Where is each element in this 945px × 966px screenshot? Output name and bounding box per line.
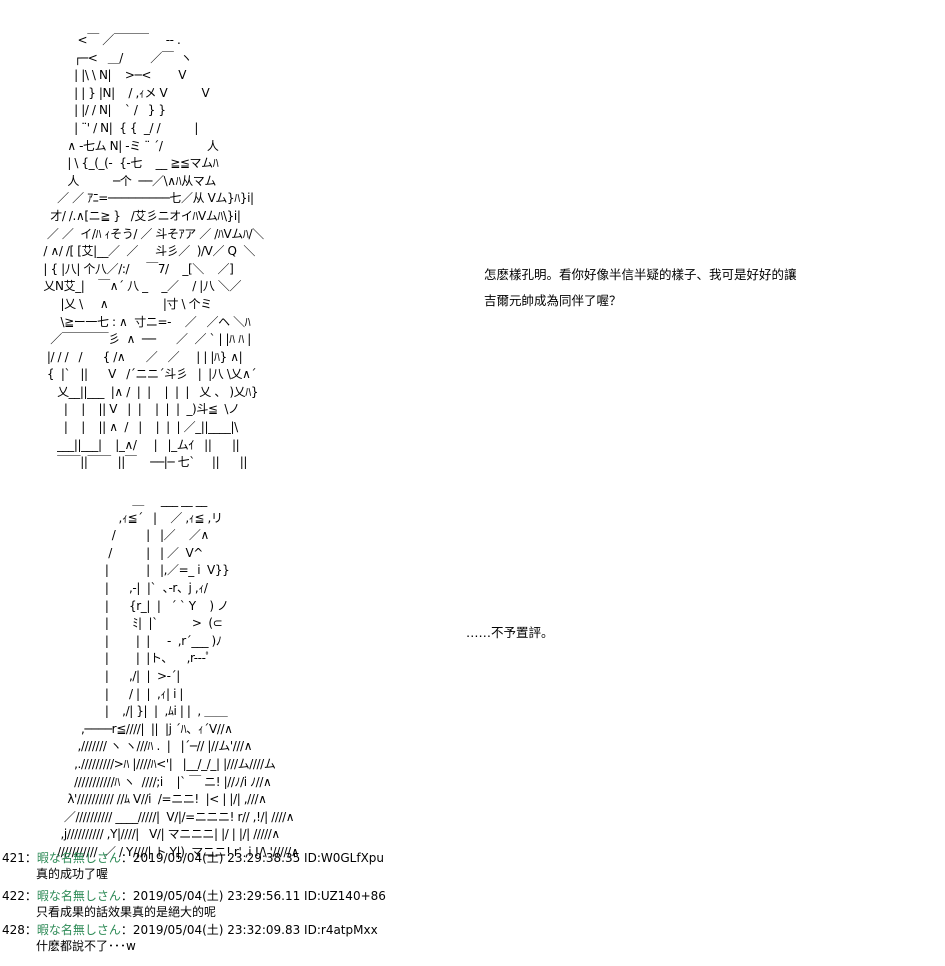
comment-body: 真的成功了喔: [36, 867, 109, 881]
speech-line-3: ……不予置評。: [466, 625, 554, 640]
comment-meta: ：2019/05/04(土) 23:29:56.11 ID:UZ140+86: [120, 889, 386, 903]
comment-meta: ：2019/05/04(土) 23:29:38.35 ID:W0GLfXpu: [120, 851, 385, 865]
comment-body: 只看成果的話效果真的是絕大的呢: [36, 905, 217, 919]
comment-meta: ：2019/05/04(土) 23:32:09.83 ID:r4atpMxx: [120, 923, 378, 937]
comment-author[interactable]: 暇な名無しさん: [36, 889, 121, 903]
speech-line-1: 怎麽樣孔明。看你好像半信半疑的樣子、我可是好好的讓: [484, 267, 797, 282]
comment-author[interactable]: 暇な名無しさん: [36, 851, 121, 865]
comment-author[interactable]: 暇な名無しさん: [36, 923, 121, 937]
comment-body: 什麽都說不了･･･w: [36, 939, 136, 953]
comment-number: 422：: [2, 889, 37, 903]
speech-text-top: 怎麽樣孔明。看你好像半信半疑的樣子、我可是好好的讓 吉爾元帥成為同伴了喔？: [484, 262, 797, 314]
comment-list: 421：暇な名無しさん：2019/05/04(土) 23:29:38.35 ID…: [2, 850, 386, 960]
comment-number: 421：: [2, 851, 37, 865]
comment-item: 422：暇な名無しさん：2019/05/04(土) 23:29:56.11 ID…: [2, 888, 386, 920]
ascii-art-figure-bottom: ＿ ___ __ __ ,ｨ≦´ | ／ ,ｨ≦ ,リ / | |／ ／∧ / …: [57, 493, 300, 859]
comment-item: 428：暇な名無しさん：2019/05/04(土) 23:32:09.83 ID…: [2, 922, 386, 954]
ascii-art-figure-top: <￣ ／￣￣￣ -- . ┌─< ＿/ ／￣ ヽ | |\ \ N| >─< V…: [43, 33, 264, 470]
comment-item: 421：暇な名無しさん：2019/05/04(土) 23:29:38.35 ID…: [2, 850, 386, 882]
speech-text-bottom: ……不予置評。: [466, 620, 554, 646]
speech-line-2: 吉爾元帥成為同伴了喔？: [484, 293, 622, 308]
comment-number: 428：: [2, 923, 37, 937]
